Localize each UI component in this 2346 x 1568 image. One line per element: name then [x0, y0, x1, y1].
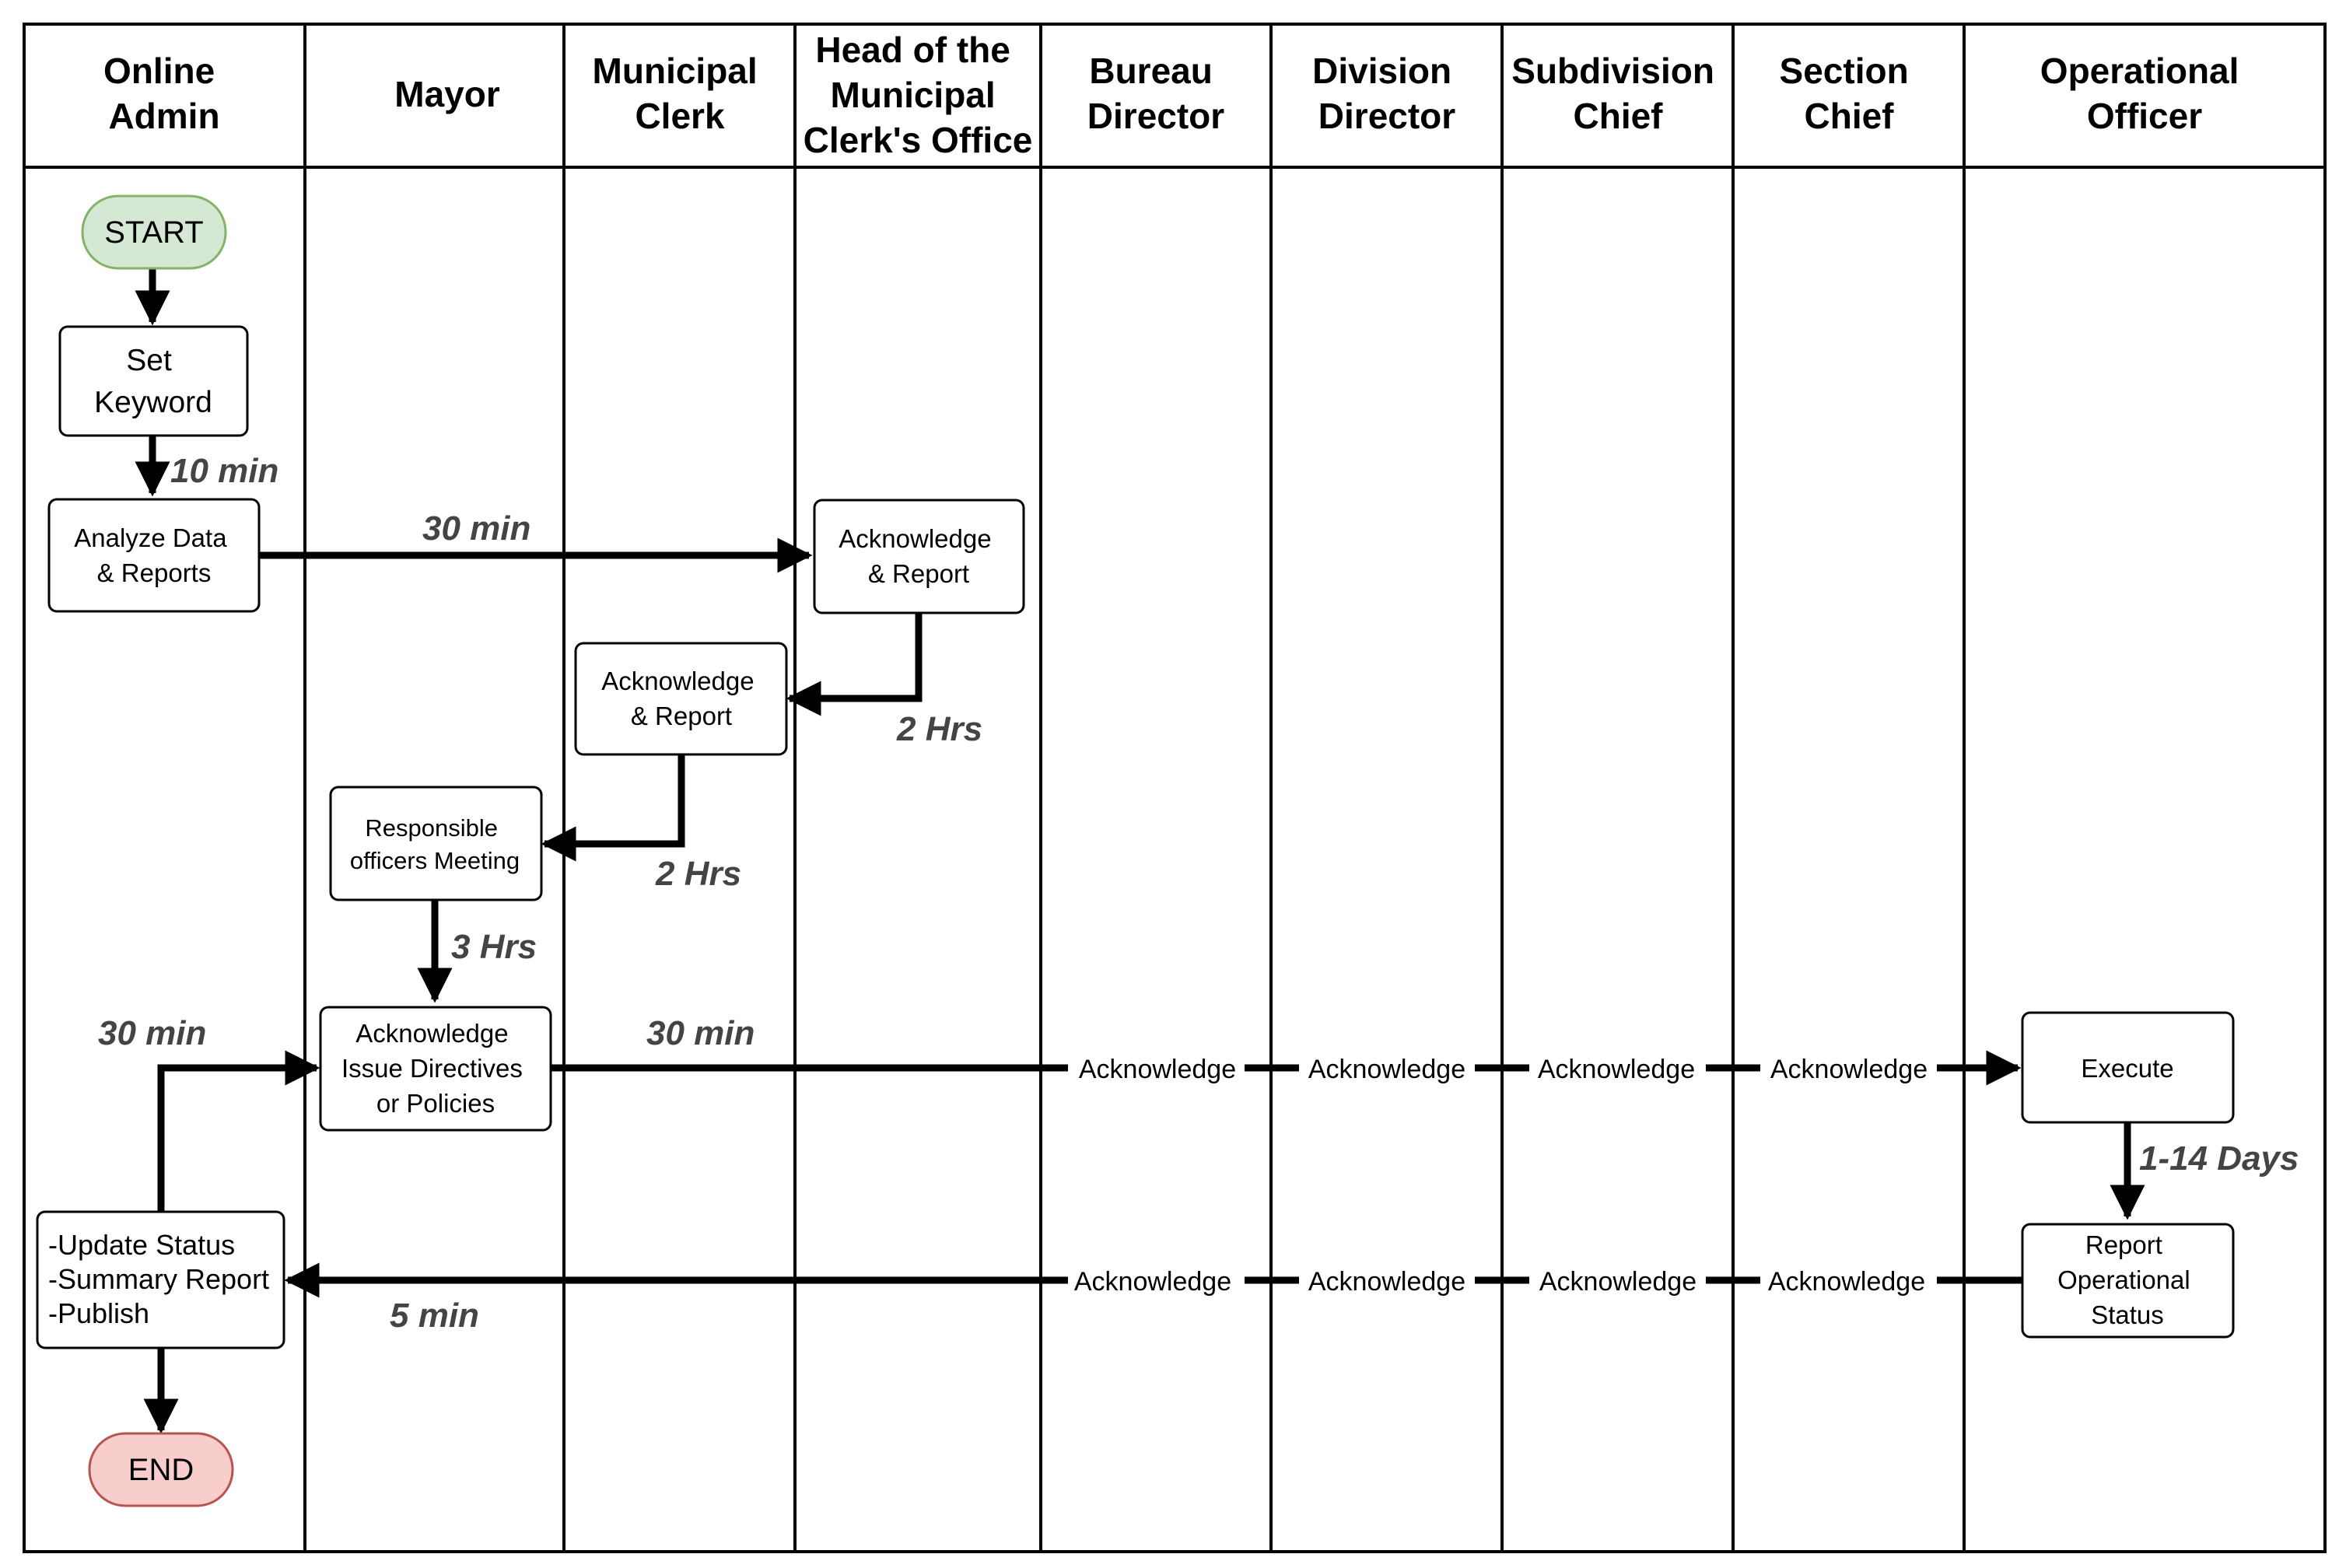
clerk-acknowledge-box	[574, 642, 788, 756]
arrow-clerk-to-meeting	[541, 754, 685, 862]
ack-subdivision-down: Acknowledge	[1538, 1055, 1695, 1084]
duration-analyze-to-head: 30 min	[422, 509, 530, 548]
execute-node: Execute	[2021, 1011, 2235, 1124]
diagram-frame	[23, 23, 2327, 1553]
set-keyword-label: Set Keyword	[94, 344, 212, 419]
clerk-acknowledge-node: Acknowledge & Report	[574, 642, 788, 756]
duration-mayor-to-chain: 30 min	[646, 1014, 755, 1052]
end-terminator	[88, 1432, 234, 1507]
start-label: START	[104, 215, 203, 250]
execute-box	[2021, 1011, 2235, 1124]
flow-connectors	[135, 268, 2145, 1434]
lane-header-subdivision-chief: Subdivision Chief	[1511, 51, 1724, 136]
execute-label: Execute	[2081, 1054, 2173, 1083]
mayor-directives-label: Acknowledge Issue Directives or Policies	[341, 1019, 530, 1118]
lane-header-municipal-clerk: Municipal Clerk	[593, 51, 768, 136]
ack-bureau-down: Acknowledge	[1079, 1055, 1236, 1084]
duration-clerk-to-meeting: 2 Hrs	[655, 855, 741, 893]
lane-headers: Online Admin Mayor Municipal Clerk Head …	[103, 30, 2249, 160]
meeting-label: Responsible officers Meeting	[350, 814, 520, 874]
acknowledge-chain-down: Acknowledge Acknowledge Acknowledge Ackn…	[1079, 1055, 1928, 1084]
duration-report-to-update: 5 min	[390, 1297, 479, 1335]
start-node: START	[81, 194, 227, 270]
update-publish-box	[36, 1210, 285, 1349]
ack-division-down: Acknowledge	[1308, 1055, 1465, 1084]
lane-header-online-admin: Online Admin	[103, 51, 225, 136]
clerk-acknowledge-label: Acknowledge & Report	[601, 667, 761, 730]
meeting-node: Responsible officers Meeting	[329, 786, 543, 901]
flow-nodes: START Set Keyword Analyze Data & Reports…	[36, 194, 2235, 1507]
start-terminator	[81, 194, 227, 270]
analyze-box	[47, 498, 261, 613]
lane-header-section-chief: Section Chief	[1780, 51, 1919, 136]
lane-header-bureau-director: Bureau Director	[1087, 51, 1224, 136]
head-acknowledge-node: Acknowledge & Report	[813, 499, 1025, 614]
arrow-head-to-clerk	[786, 613, 923, 716]
duration-meeting-to-mayor: 3 Hrs	[451, 928, 537, 966]
lane-header-operational-officer: Operational Officer	[2040, 51, 2249, 136]
ack-division-return: Acknowledge	[1308, 1267, 1465, 1297]
analyze-label: Analyze Data & Reports	[74, 523, 233, 587]
analyze-node: Analyze Data & Reports	[47, 498, 261, 613]
duration-update-to-mayor: 30 min	[98, 1014, 206, 1052]
mayor-directives-node: Acknowledge Issue Directives or Policies	[319, 1006, 552, 1132]
lane-grid	[23, 23, 2327, 1553]
ack-bureau-return: Acknowledge	[1074, 1267, 1231, 1297]
lane-header-division-director: Division Director	[1312, 51, 1462, 136]
set-keyword-box	[58, 325, 249, 437]
arrow-update-to-mayor	[157, 1050, 320, 1212]
update-publish-label: -Update Status -Summary Report -Publish	[48, 1229, 277, 1329]
report-status-node: Report Operational Status	[2021, 1223, 2235, 1339]
duration-head-to-clerk: 2 Hrs	[896, 710, 982, 748]
report-status-label: Report Operational Status	[2057, 1230, 2197, 1329]
ack-subdivision-return: Acknowledge	[1539, 1267, 1696, 1297]
head-acknowledge-box	[813, 499, 1025, 614]
mayor-directives-box	[319, 1006, 552, 1132]
meeting-box	[329, 786, 543, 901]
lane-header-head-of-clerks-office: Head of the Municipal Clerk's Office	[804, 30, 1033, 160]
ack-section-down: Acknowledge	[1770, 1055, 1928, 1084]
duration-labels: 10 min 30 min 2 Hrs 2 Hrs 3 Hrs 30 min 3…	[98, 452, 2299, 1335]
head-acknowledge-label: Acknowledge & Report	[839, 524, 998, 588]
ack-section-return: Acknowledge	[1768, 1267, 1925, 1297]
lane-header-mayor: Mayor	[394, 74, 500, 114]
end-node: END	[88, 1432, 234, 1507]
report-status-box	[2021, 1223, 2235, 1339]
update-publish-node: -Update Status -Summary Report -Publish	[36, 1210, 285, 1349]
acknowledge-chain-return: Acknowledge Acknowledge Acknowledge Ackn…	[1074, 1267, 1925, 1297]
end-label: END	[128, 1453, 194, 1487]
duration-keyword-to-analyze: 10 min	[170, 452, 278, 490]
set-keyword-node: Set Keyword	[58, 325, 249, 437]
duration-execute-to-report: 1-14 Days	[2139, 1139, 2299, 1178]
